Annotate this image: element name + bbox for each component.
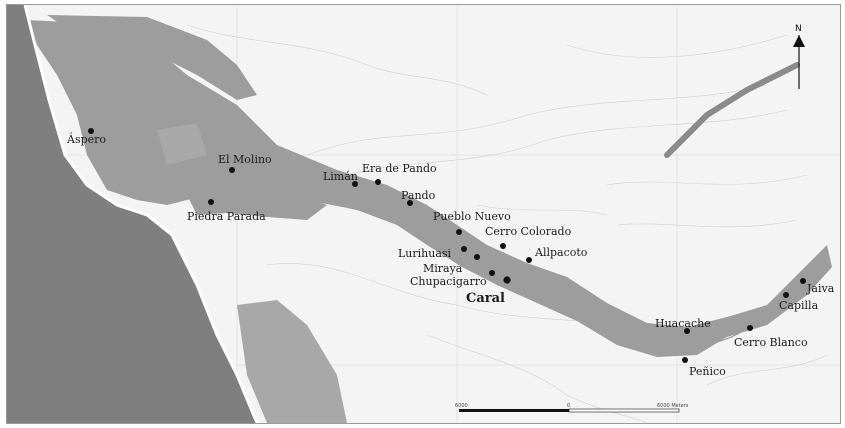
north-arrow-head	[793, 35, 805, 47]
site-marker-cerro-colorado	[500, 243, 506, 249]
site-marker-allpacoto	[526, 257, 532, 263]
north-arrow: N	[793, 24, 805, 89]
site-miraya: Miraya	[423, 254, 480, 275]
valley-floor	[27, 20, 832, 357]
site-el-molino: El Molino	[218, 153, 272, 173]
scale-bar: 6000 0 6000 Meters	[455, 403, 689, 413]
site-liman: Limán	[323, 170, 358, 187]
coastal-wetland	[237, 300, 347, 423]
site-label-huacache: Huacache	[655, 317, 711, 330]
site-marker-cerro-blanco	[747, 325, 753, 331]
scale-left-label: 6000	[455, 403, 468, 409]
site-label-liman: Limán	[323, 170, 358, 183]
site-lurihuasi: Lurihuasi	[398, 246, 467, 260]
site-marker-piedra-parada	[208, 199, 214, 205]
site-marker-liman	[352, 181, 358, 187]
site-marker-aspero	[88, 128, 94, 134]
north-label: N	[795, 24, 802, 34]
site-label-capilla: Capilla	[779, 299, 819, 312]
site-label-pueblo-nuevo: Pueblo Nuevo	[433, 210, 511, 223]
site-label-piedra-parada: Piedra Parada	[187, 210, 266, 223]
site-era-de-pando: Era de Pando	[362, 162, 437, 185]
ocean	[7, 5, 257, 423]
site-label-jaiva: Jaiva	[806, 282, 835, 295]
site-label-aspero: Áspero	[66, 132, 106, 146]
site-caral: Caral	[466, 276, 511, 306]
site-marker-pando	[407, 200, 413, 206]
coastline	[23, 5, 259, 423]
site-marker-miraya	[474, 254, 480, 260]
site-label-era-de-pando: Era de Pando	[362, 162, 437, 175]
scale-bar-left	[459, 409, 569, 412]
patch	[157, 123, 207, 165]
site-label-cerro-colorado: Cerro Colorado	[485, 225, 572, 238]
site-marker-lurihuasi	[461, 246, 467, 252]
site-marker-huacache	[684, 328, 690, 334]
site-label-allpacoto: Allpacoto	[534, 246, 588, 259]
site-label-pando: Pando	[401, 189, 436, 202]
site-allpacoto: Allpacoto	[526, 246, 588, 263]
patch	[125, 35, 139, 65]
site-capilla: Capilla	[779, 292, 819, 312]
site-marker-chupacigarro	[489, 270, 495, 276]
site-label-el-molino: El Molino	[218, 153, 272, 166]
site-label-cerro-blanco: Cerro Blanco	[734, 336, 808, 349]
site-marker-capilla	[783, 292, 789, 298]
site-piedra-parada: Piedra Parada	[187, 199, 266, 223]
site-label-caral: Caral	[466, 291, 505, 306]
site-cerro-blanco: Cerro Blanco	[734, 325, 808, 349]
site-label-penico: Peñico	[689, 365, 726, 378]
site-marker-pueblo-nuevo	[456, 229, 462, 235]
site-label-chupacigarro: Chupacigarro	[410, 275, 487, 288]
site-marker-caral	[503, 276, 511, 284]
site-chupacigarro: Chupacigarro	[410, 270, 495, 288]
site-marker-penico	[682, 357, 688, 363]
site-pando: Pando	[401, 189, 436, 206]
lagoon-area	[187, 185, 327, 220]
site-aspero: Áspero	[66, 128, 106, 146]
site-cerro-colorado: Cerro Colorado	[485, 225, 572, 249]
site-label-lurihuasi: Lurihuasi	[398, 247, 452, 260]
scale-center-label: 0	[567, 403, 570, 409]
scale-bar-right	[568, 408, 680, 413]
site-huacache: Huacache	[655, 317, 711, 334]
valley-north-arm	[47, 15, 257, 100]
site-marker-era-de-pando	[375, 179, 381, 185]
scale-right-label: 6000 Meters	[657, 403, 689, 409]
ridge-ne	[664, 62, 800, 158]
site-jaiva: Jaiva	[800, 278, 835, 295]
site-marker-jaiva	[800, 278, 806, 284]
site-marker-el-molino	[229, 167, 235, 173]
site-penico: Peñico	[682, 357, 726, 378]
site-pueblo-nuevo: Pueblo Nuevo	[433, 210, 511, 235]
site-label-miraya: Miraya	[423, 262, 463, 275]
